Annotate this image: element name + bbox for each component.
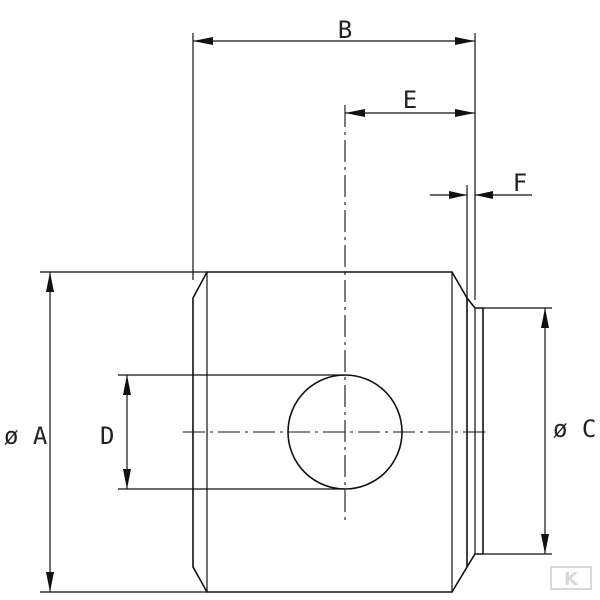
label-f: F <box>513 169 527 197</box>
arrowhead-e-left <box>345 109 365 117</box>
arrowhead-b-right <box>455 37 475 45</box>
arrowhead-a-bottom <box>46 572 54 592</box>
label-e: E <box>403 86 417 114</box>
flange-collar <box>466 297 484 568</box>
brand-watermark-letter: K <box>564 569 579 590</box>
arrowhead-a-top <box>46 272 54 292</box>
label-a: ø A <box>4 422 48 450</box>
arrowhead-c-top <box>541 308 549 328</box>
brand-watermark: K <box>550 566 592 590</box>
arrowhead-d-bottom <box>123 469 131 489</box>
arrowhead-b-left <box>193 37 213 45</box>
label-c: ø C <box>553 415 596 443</box>
arrowhead-f-right <box>475 191 493 199</box>
label-d: D <box>100 422 114 450</box>
arrowhead-d-top <box>123 375 131 395</box>
arrowhead-e-right <box>455 109 475 117</box>
arrowhead-c-bottom <box>541 534 549 554</box>
arrowhead-f-left <box>449 191 467 199</box>
label-b: B <box>338 16 352 44</box>
